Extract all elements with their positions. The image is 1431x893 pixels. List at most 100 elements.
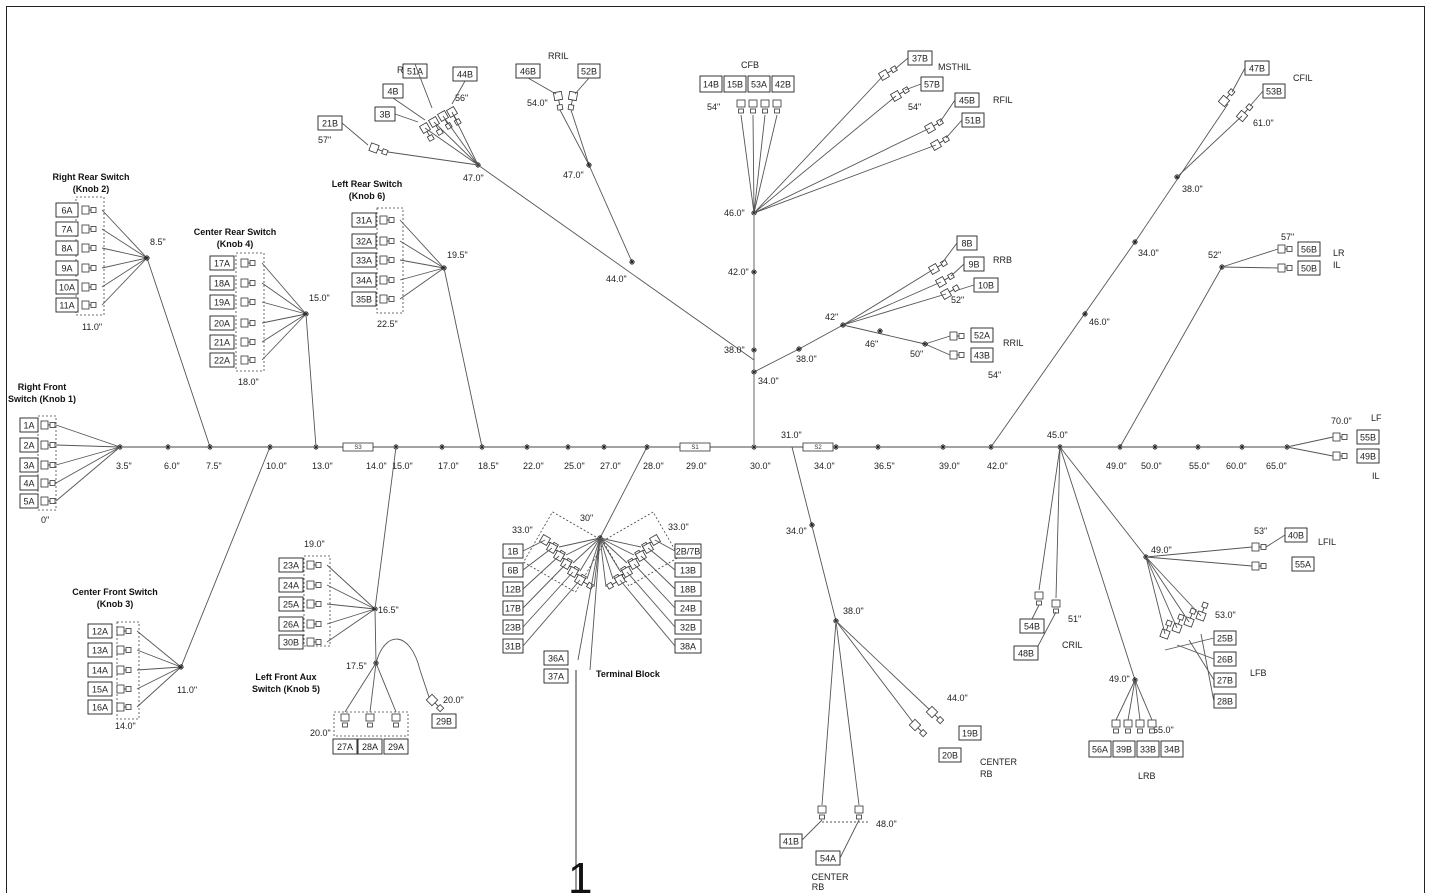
group-title: (Knob 2) bbox=[73, 184, 110, 194]
connector-id: 23A bbox=[283, 561, 299, 571]
wire-segment bbox=[945, 119, 963, 139]
connector-icon bbox=[391, 713, 401, 728]
wire-segment bbox=[753, 114, 778, 214]
wire-segment bbox=[55, 446, 121, 502]
connector-label-box: 30B bbox=[278, 634, 304, 650]
wire-segment bbox=[326, 603, 376, 610]
wire-segment bbox=[424, 127, 479, 166]
connector-icon bbox=[368, 142, 389, 156]
wire-segment bbox=[374, 608, 377, 664]
wire-segment bbox=[522, 563, 567, 609]
wire-segment bbox=[633, 563, 676, 609]
connector-label-box: 51B bbox=[961, 112, 985, 128]
connector-label-box: 29A bbox=[383, 738, 409, 755]
connector-id: 30B bbox=[283, 638, 299, 648]
wire-segment bbox=[326, 608, 376, 625]
connector-label-box: 17B bbox=[502, 600, 524, 616]
connector-id: 26A bbox=[283, 620, 299, 630]
connector-icon bbox=[927, 259, 948, 276]
wire-segment bbox=[344, 662, 377, 713]
connector-icon bbox=[567, 90, 579, 111]
wire-segment bbox=[941, 242, 958, 264]
connector-id: 14A bbox=[92, 666, 108, 676]
wire-segment bbox=[1145, 556, 1253, 567]
connector-id: 44B bbox=[457, 70, 473, 80]
wire-segment bbox=[1145, 556, 1202, 617]
wire-segment bbox=[341, 122, 369, 146]
dimension-label: 18.0" bbox=[238, 377, 259, 387]
group-name: RB bbox=[980, 769, 993, 779]
connector-id: 52A bbox=[974, 331, 990, 341]
wire-segment bbox=[433, 121, 479, 166]
connector-icon bbox=[240, 258, 256, 268]
connector-id: 47B bbox=[1249, 64, 1265, 74]
wire-segment bbox=[924, 343, 951, 356]
wire-segment bbox=[1249, 90, 1264, 107]
wire-segment bbox=[1145, 556, 1190, 623]
connector-icon bbox=[306, 619, 322, 629]
wire-segment bbox=[55, 446, 121, 466]
connector-id: 53A bbox=[751, 80, 767, 90]
connector-label-box: 23B bbox=[502, 619, 524, 635]
wire-segment bbox=[640, 555, 676, 590]
connector-group-outline bbox=[333, 711, 409, 737]
wire-segment bbox=[1200, 633, 1215, 703]
connector-id: 26B bbox=[1217, 655, 1233, 665]
wire-segment bbox=[839, 819, 860, 859]
group-title: (Knob 3) bbox=[97, 599, 134, 609]
connector-icon bbox=[1277, 263, 1293, 273]
connector-id: 17B bbox=[505, 604, 521, 614]
dimension-label: 0" bbox=[41, 515, 49, 525]
group-name: CRIL bbox=[1062, 640, 1083, 650]
wire-segment bbox=[647, 547, 676, 571]
trunk-dimension: 25.0" bbox=[564, 461, 585, 471]
connector-label-box: 34A bbox=[351, 272, 377, 288]
connector-group-outline bbox=[75, 196, 105, 316]
connector-icon bbox=[81, 224, 97, 234]
wire-segment bbox=[261, 282, 307, 315]
connector-id: 54B bbox=[1024, 622, 1040, 632]
connector-id: 4A bbox=[23, 479, 34, 489]
connector-icon bbox=[552, 90, 564, 111]
connector-label-box: 1A bbox=[19, 417, 39, 433]
connector-icon bbox=[306, 580, 322, 590]
connector-id: 5A bbox=[23, 497, 34, 507]
connector-label-box: 39B bbox=[1112, 740, 1136, 758]
connector-label-box: 13A bbox=[87, 642, 113, 658]
wire-segment bbox=[599, 537, 635, 556]
connector-icon bbox=[1195, 601, 1209, 622]
dimension-label: 33.0" bbox=[512, 525, 533, 535]
group-title: (Knob 4) bbox=[217, 239, 254, 249]
wire-segment bbox=[1145, 556, 1178, 629]
group-title: (Knob 6) bbox=[349, 191, 386, 201]
connector-id: 3A bbox=[23, 461, 34, 471]
connector-label-box: 12B bbox=[502, 581, 524, 597]
wire-segment bbox=[451, 111, 479, 166]
wire-segment bbox=[801, 819, 823, 841]
connector-label-box: 23A bbox=[278, 557, 304, 573]
wire-segment bbox=[599, 446, 648, 539]
connector-id: 27A bbox=[337, 742, 353, 752]
connector-icon bbox=[760, 99, 770, 114]
connector-icon bbox=[854, 805, 864, 820]
connector-icon bbox=[379, 294, 395, 304]
wire-segment bbox=[451, 80, 466, 105]
connector-label-box: 8B bbox=[956, 235, 978, 251]
dimension-label: 57" bbox=[318, 135, 331, 145]
splice-node bbox=[601, 444, 607, 450]
connector-id: 33A bbox=[356, 256, 372, 266]
wire-segment bbox=[414, 63, 433, 109]
trunk-dimension: 10.0" bbox=[266, 461, 287, 471]
connector-icon bbox=[1251, 561, 1267, 571]
connector-id: 9B bbox=[968, 260, 979, 270]
connector-icon bbox=[418, 121, 435, 142]
connector-label-box: 40B bbox=[1284, 527, 1308, 543]
wire-segment bbox=[101, 257, 148, 269]
splice-node bbox=[1195, 444, 1201, 450]
wire-segment bbox=[522, 555, 560, 590]
wire-segment bbox=[375, 662, 397, 713]
connector-id: 15A bbox=[92, 685, 108, 695]
connector-id: 3B bbox=[379, 110, 390, 120]
connector-label-box: 9B bbox=[963, 256, 985, 272]
connector-icon bbox=[748, 99, 758, 114]
